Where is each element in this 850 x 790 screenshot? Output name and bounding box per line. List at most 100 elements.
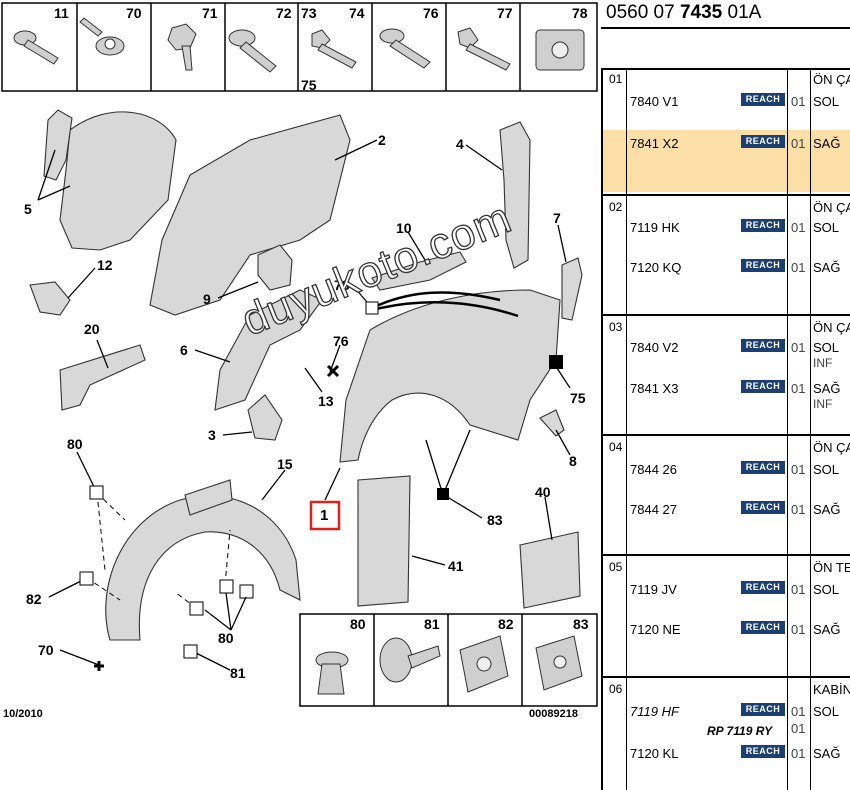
fastener-label-11: 11 <box>54 5 69 21</box>
reach-badge: REACH <box>741 745 785 758</box>
replacement-reference[interactable]: RP 7119 RY <box>707 724 773 738</box>
table-group-01: 01 ÖN ÇA 7840 V1 REACH 01 SOL 7841 X2 RE… <box>603 68 850 196</box>
callout-10[interactable]: 10 <box>396 220 412 236</box>
callout-83[interactable]: 83 <box>487 512 503 528</box>
callout-9[interactable]: 9 <box>203 291 211 307</box>
callout-80-lower[interactable]: 80 <box>218 630 234 646</box>
group-number: 04 <box>609 440 623 454</box>
table-row[interactable]: 7119 HK REACH 01 SOL <box>603 216 850 238</box>
callout-15[interactable]: 15 <box>277 456 293 472</box>
side-label: SAĞ <box>813 622 841 637</box>
group-description: KABİN <box>813 682 850 697</box>
quantity: 01 <box>791 746 806 761</box>
side-label: SOL <box>813 340 840 355</box>
quantity: 01 <box>791 94 806 109</box>
callout-5[interactable]: 5 <box>24 201 32 217</box>
group-number: 02 <box>609 200 623 214</box>
reach-badge: REACH <box>741 93 785 106</box>
part-reference: 7120 NE <box>630 622 681 637</box>
table-row[interactable]: 7120 KL REACH 01 SAĞ <box>603 742 850 764</box>
callout-3[interactable]: 3 <box>208 427 216 443</box>
side-label: SOL <box>813 94 840 109</box>
table-row[interactable]: 7841 X3 REACH 01 SAĞ INF <box>603 377 850 411</box>
fastener-label-76: 76 <box>423 5 439 21</box>
reach-badge: REACH <box>741 501 785 514</box>
quantity: 01 <box>791 340 806 355</box>
table-row[interactable]: 7840 V2 REACH 01 SOL INF <box>603 336 850 370</box>
side-label: SAĞ <box>813 502 841 517</box>
table-row[interactable]: 7120 KQ REACH 01 SAĞ <box>603 256 850 278</box>
side-label: SOL <box>813 704 840 719</box>
group-number: 05 <box>609 560 623 574</box>
callout-8[interactable]: 8 <box>569 453 577 469</box>
part-reference: 7120 KQ <box>630 260 682 275</box>
quantity: 01 <box>791 260 806 275</box>
part-reference: 7840 V2 <box>630 340 679 355</box>
quantity: 01 <box>791 136 806 151</box>
quantity: 01 <box>791 622 806 637</box>
part-reference: 7119 JV <box>630 582 677 597</box>
callout-13[interactable]: 13 <box>318 393 334 409</box>
fastener-label-75: 75 <box>301 77 317 93</box>
callout-4[interactable]: 4 <box>456 136 464 152</box>
fastener-label-77: 77 <box>497 5 513 21</box>
diagram-drawing <box>1 2 598 707</box>
reach-badge: REACH <box>741 581 785 594</box>
callout-76[interactable]: 76 <box>333 333 349 349</box>
fastener-label-83: 83 <box>573 616 589 632</box>
callout-2[interactable]: 2 <box>378 132 386 148</box>
fastener-label-81: 81 <box>424 616 440 632</box>
callout-82[interactable]: 82 <box>26 591 42 607</box>
reach-badge: REACH <box>741 621 785 634</box>
table-row[interactable]: 7840 V1 REACH 01 SOL <box>603 90 850 112</box>
callout-12[interactable]: 12 <box>97 257 113 273</box>
group-description: ÖN ÇA <box>813 200 850 215</box>
diagram-date: 10/2010 <box>3 708 43 720</box>
side-label: SAĞ <box>813 260 841 275</box>
part-reference: 7119 HF <box>630 704 679 719</box>
fastener-label-74: 74 <box>349 5 365 21</box>
callout-75[interactable]: 75 <box>570 390 586 406</box>
table-row-selected[interactable]: 7841 X2 REACH 01 SAĞ <box>603 132 850 154</box>
part-number-header: 0560 07 7435 01A <box>606 2 762 23</box>
part-reference: 7841 X2 <box>630 136 679 151</box>
table-row[interactable]: 7844 26 REACH 01 SOL <box>603 458 850 480</box>
callout-1-selected[interactable]: 1 <box>320 507 329 524</box>
callout-41[interactable]: 41 <box>448 558 464 574</box>
quantity: 01 <box>791 381 806 396</box>
fastener-label-70: 70 <box>126 5 142 21</box>
position-note: INF <box>813 356 833 370</box>
callout-78[interactable]: 78 <box>334 277 350 293</box>
callout-7[interactable]: 7 <box>553 210 561 226</box>
table-row[interactable]: 7119 JV REACH 01 SOL <box>603 578 850 600</box>
table-row[interactable]: 7844 27 REACH 01 SAĞ <box>603 498 850 520</box>
callout-6[interactable]: 6 <box>180 342 188 358</box>
callout-40[interactable]: 40 <box>535 484 551 500</box>
side-label: SOL <box>813 582 840 597</box>
reach-badge: REACH <box>741 703 785 716</box>
fastener-label-73: 73 <box>301 5 317 21</box>
callout-80[interactable]: 80 <box>67 436 83 452</box>
callout-70[interactable]: 70 <box>38 642 54 658</box>
fastener-label-71: 71 <box>202 5 218 21</box>
side-label: SAĞ <box>813 381 841 396</box>
part-reference: 7119 HK <box>630 220 680 235</box>
table-row[interactable]: 7120 NE REACH 01 SAĞ <box>603 618 850 640</box>
reach-badge: REACH <box>741 259 785 272</box>
table-group-06: 06 KABİN 7119 HF REACH 01 SOL RP 7119 RY… <box>603 678 850 790</box>
part-reference: 7844 26 <box>630 462 677 477</box>
reach-badge: REACH <box>741 339 785 352</box>
reach-badge: REACH <box>741 135 785 148</box>
group-number: 03 <box>609 320 623 334</box>
exploded-parts-diagram: 11 70 71 72 73 74 76 77 78 75 5 12 20 2 … <box>1 2 598 720</box>
part-reference: 7841 X3 <box>630 381 679 396</box>
group-description: ÖN ÇA <box>813 440 850 455</box>
callout-20[interactable]: 20 <box>84 321 100 337</box>
table-row[interactable]: 7119 HF REACH 01 SOL <box>603 700 850 722</box>
table-top-border <box>601 68 850 70</box>
replacement-quantity: 01 <box>791 721 806 736</box>
parts-table: 01 ÖN ÇA 7840 V1 REACH 01 SOL 7841 X2 RE… <box>601 68 850 790</box>
callout-81[interactable]: 81 <box>230 665 246 681</box>
reach-badge: REACH <box>741 219 785 232</box>
part-reference: 7120 KL <box>630 746 679 761</box>
